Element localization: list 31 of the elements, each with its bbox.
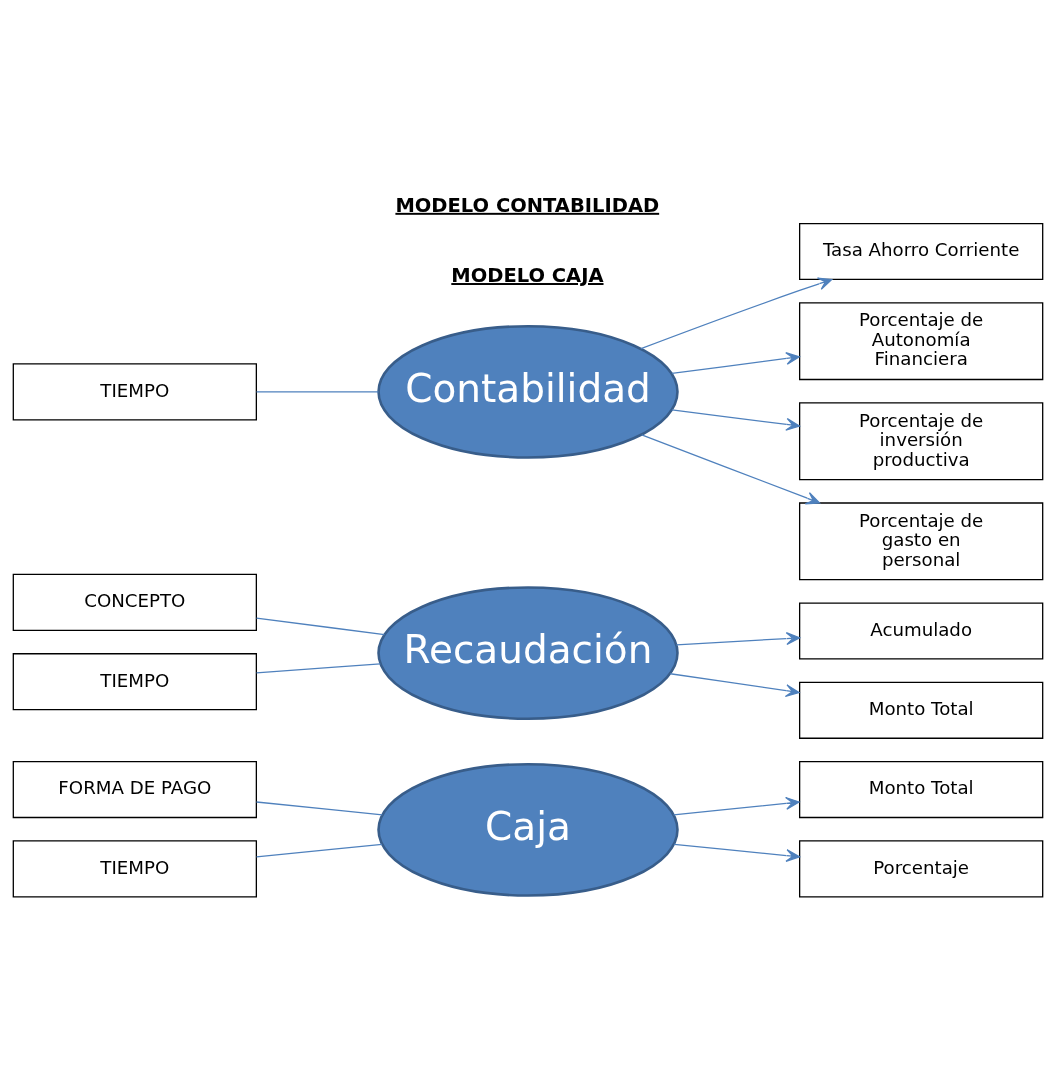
arrow	[673, 843, 801, 862]
node-ellipse: Contabilidad	[377, 324, 679, 459]
node-box: Porcentaje de gasto en personal	[799, 502, 1044, 581]
arrow	[671, 352, 801, 374]
arrow	[675, 632, 801, 646]
connector	[255, 801, 383, 816]
connector	[255, 663, 381, 674]
connector	[255, 617, 386, 636]
node-box: Porcentaje de Autonomía Financiera	[799, 302, 1044, 381]
node-box: Monto Total	[799, 761, 1044, 819]
arrow	[672, 796, 800, 816]
arrow	[640, 277, 833, 350]
arrow	[641, 434, 821, 505]
label: MODELO CAJA	[451, 264, 604, 288]
connector	[255, 391, 380, 393]
node-box: Tasa Ahorro Corriente	[799, 222, 1044, 281]
node-box: FORMA DE PAGO	[12, 761, 257, 819]
node-box: Porcentaje de inversión productiva	[799, 402, 1044, 481]
node-box: TIEMPO	[12, 653, 257, 711]
node-ellipse: Caja	[377, 762, 679, 897]
node-box: Porcentaje	[799, 840, 1044, 898]
node-box: TIEMPO	[12, 363, 257, 421]
node-box: Acumulado	[799, 602, 1044, 660]
node-box: CONCEPTO	[12, 573, 257, 631]
node-ellipse: Recaudación	[377, 586, 679, 721]
connector	[255, 843, 383, 858]
arrow	[669, 673, 800, 698]
node-box: TIEMPO	[12, 840, 257, 898]
arrow	[671, 409, 801, 431]
node-box: Monto Total	[799, 681, 1044, 739]
label: MODELO CONTABILIDAD	[395, 193, 660, 217]
